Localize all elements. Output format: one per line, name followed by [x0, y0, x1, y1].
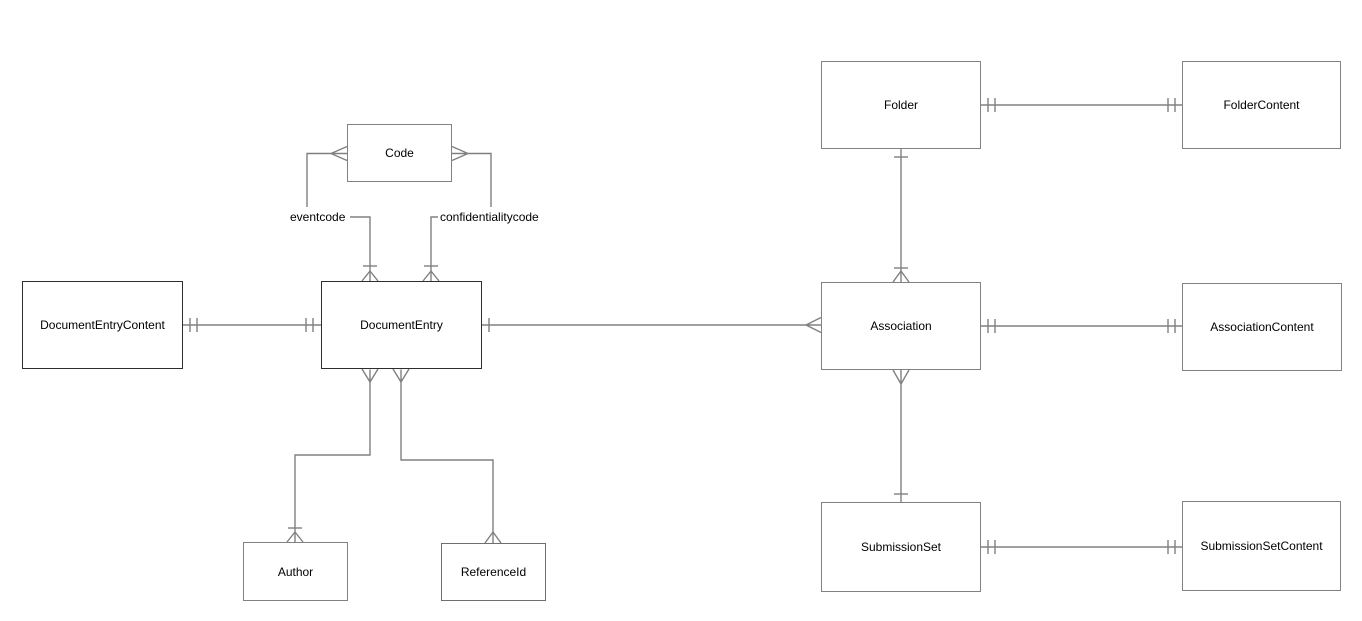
entity-submission-set-content[interactable]: SubmissionSetContent — [1182, 501, 1341, 591]
connector-code-confidentialitycode — [451, 145, 492, 207]
crows-foot-marker — [422, 270, 440, 282]
entity-association-content-label: AssociationContent — [1210, 320, 1314, 334]
one-and-only-one-marker — [987, 540, 1176, 554]
entity-author-label: Author — [277, 564, 314, 579]
connector-line — [430, 216, 438, 281]
entity-association-content[interactable]: AssociationContent — [1182, 283, 1342, 371]
connector-line — [294, 382, 371, 542]
entity-folder-content-label: FolderContent — [1223, 98, 1300, 112]
connector-line — [468, 152, 492, 207]
entity-reference-id-label: ReferenceId — [460, 565, 527, 579]
one-and-only-one-marker — [987, 98, 1176, 112]
crows-foot-marker — [805, 316, 822, 334]
entity-document-entry[interactable]: DocumentEntry — [321, 281, 482, 369]
entity-submission-set-content-label: SubmissionSetContent — [1200, 539, 1323, 553]
entity-association[interactable]: Association — [821, 282, 981, 370]
edge-label-eventcode: eventcode — [290, 210, 346, 224]
connector-documententry-association — [482, 316, 822, 334]
crows-foot-marker — [484, 531, 502, 544]
crows-foot-marker — [892, 369, 910, 385]
entity-document-entry-label: DocumentEntry — [360, 318, 443, 332]
connector-line — [350, 216, 371, 281]
connector-line — [400, 382, 494, 543]
crows-foot-marker — [286, 531, 304, 543]
crows-foot-marker — [451, 145, 469, 162]
entity-document-entry-content-label: DocumentEntryContent — [40, 318, 165, 332]
entity-association-label: Association — [870, 319, 932, 333]
connector-documententry-referenceid — [392, 368, 502, 544]
one-and-only-one-marker — [189, 318, 314, 332]
crows-foot-marker — [361, 368, 379, 383]
connector-submissionset-submissionsetcontent — [981, 540, 1182, 554]
entity-folder[interactable]: Folder — [821, 61, 981, 149]
crows-foot-marker — [892, 270, 910, 283]
edge-label-confidentialitycode: confidentialitycode — [440, 210, 539, 224]
connector-confidentialitycode-documententry — [422, 216, 440, 282]
entity-submission-set-label: SubmissionSet — [860, 540, 942, 554]
one-and-only-one-marker — [987, 319, 1176, 333]
connector-eventcode-documententry — [350, 216, 379, 282]
crows-foot-marker — [361, 270, 379, 282]
connector-association-submissionset — [892, 369, 910, 502]
entity-document-entry-content[interactable]: DocumentEntryContent — [22, 281, 183, 369]
connector-documententrycontent-documententry — [183, 318, 321, 332]
connector-line — [306, 152, 331, 207]
entity-code[interactable]: Code — [347, 124, 452, 182]
connector-code-eventcode — [306, 145, 348, 207]
crows-foot-marker — [392, 368, 410, 383]
entity-folder-label: Folder — [883, 98, 918, 112]
entity-code-label: Code — [385, 146, 414, 160]
entity-author[interactable]: Author — [243, 542, 348, 601]
entity-folder-content[interactable]: FolderContent — [1182, 61, 1341, 149]
connector-documententry-author — [286, 368, 379, 543]
entity-reference-id[interactable]: ReferenceId — [441, 543, 546, 601]
crows-foot-marker — [330, 145, 348, 162]
connector-folder-foldercontent — [981, 98, 1182, 112]
connector-folder-association — [892, 149, 910, 283]
connector-association-associationcontent — [981, 319, 1182, 333]
entity-submission-set[interactable]: SubmissionSet — [821, 502, 981, 592]
